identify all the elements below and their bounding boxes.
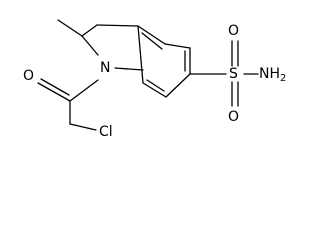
bond-carbonyl-o-b bbox=[40, 78, 70, 96]
bond-c4-c5 bbox=[164, 43, 191, 49]
bond-c7a-c3a bbox=[137, 25, 144, 84]
atom-label-s: S bbox=[229, 66, 238, 82]
atom-label-nh: NH bbox=[259, 66, 280, 82]
bond-n-c2 bbox=[81, 35, 99, 56]
bond-c3a-c4 bbox=[137, 25, 166, 45]
atom-label-nh2: NH2 bbox=[259, 66, 286, 84]
bond-n-carbonyl bbox=[69, 79, 99, 102]
atom-label-sulfonyl-o-top: O bbox=[228, 23, 239, 39]
bond-c2-c3 bbox=[81, 24, 98, 37]
bond-carbonyl-o-a bbox=[37, 82, 71, 102]
atom-label-cl: Cl bbox=[99, 124, 113, 140]
atom-label-carbonyl-o: O bbox=[23, 68, 34, 84]
bond-c7-c7a-double bbox=[146, 79, 165, 92]
pyrrolidine-ring bbox=[81, 24, 144, 71]
sulfonamide-group bbox=[189, 40, 259, 107]
bond-c7-c7a bbox=[142, 82, 167, 98]
atom-label-sulfonyl-o-bottom: O bbox=[228, 109, 239, 125]
bond-c2-methyl bbox=[57, 19, 83, 37]
bond-c3-c3a bbox=[96, 24, 139, 27]
bond-n-c7a bbox=[114, 67, 144, 71]
benzene-ring bbox=[137, 25, 191, 98]
bond-c6-c7 bbox=[165, 73, 191, 98]
atom-label-n: N bbox=[100, 60, 110, 76]
bond-c3a-c4-double bbox=[141, 32, 163, 50]
atom-label-nh2-subscript: 2 bbox=[280, 73, 286, 84]
chemical-structure: N O Cl S O O NH2 bbox=[23, 19, 286, 140]
chloroacetyl-group bbox=[37, 78, 99, 131]
bond-ch2-cl bbox=[69, 123, 97, 131]
